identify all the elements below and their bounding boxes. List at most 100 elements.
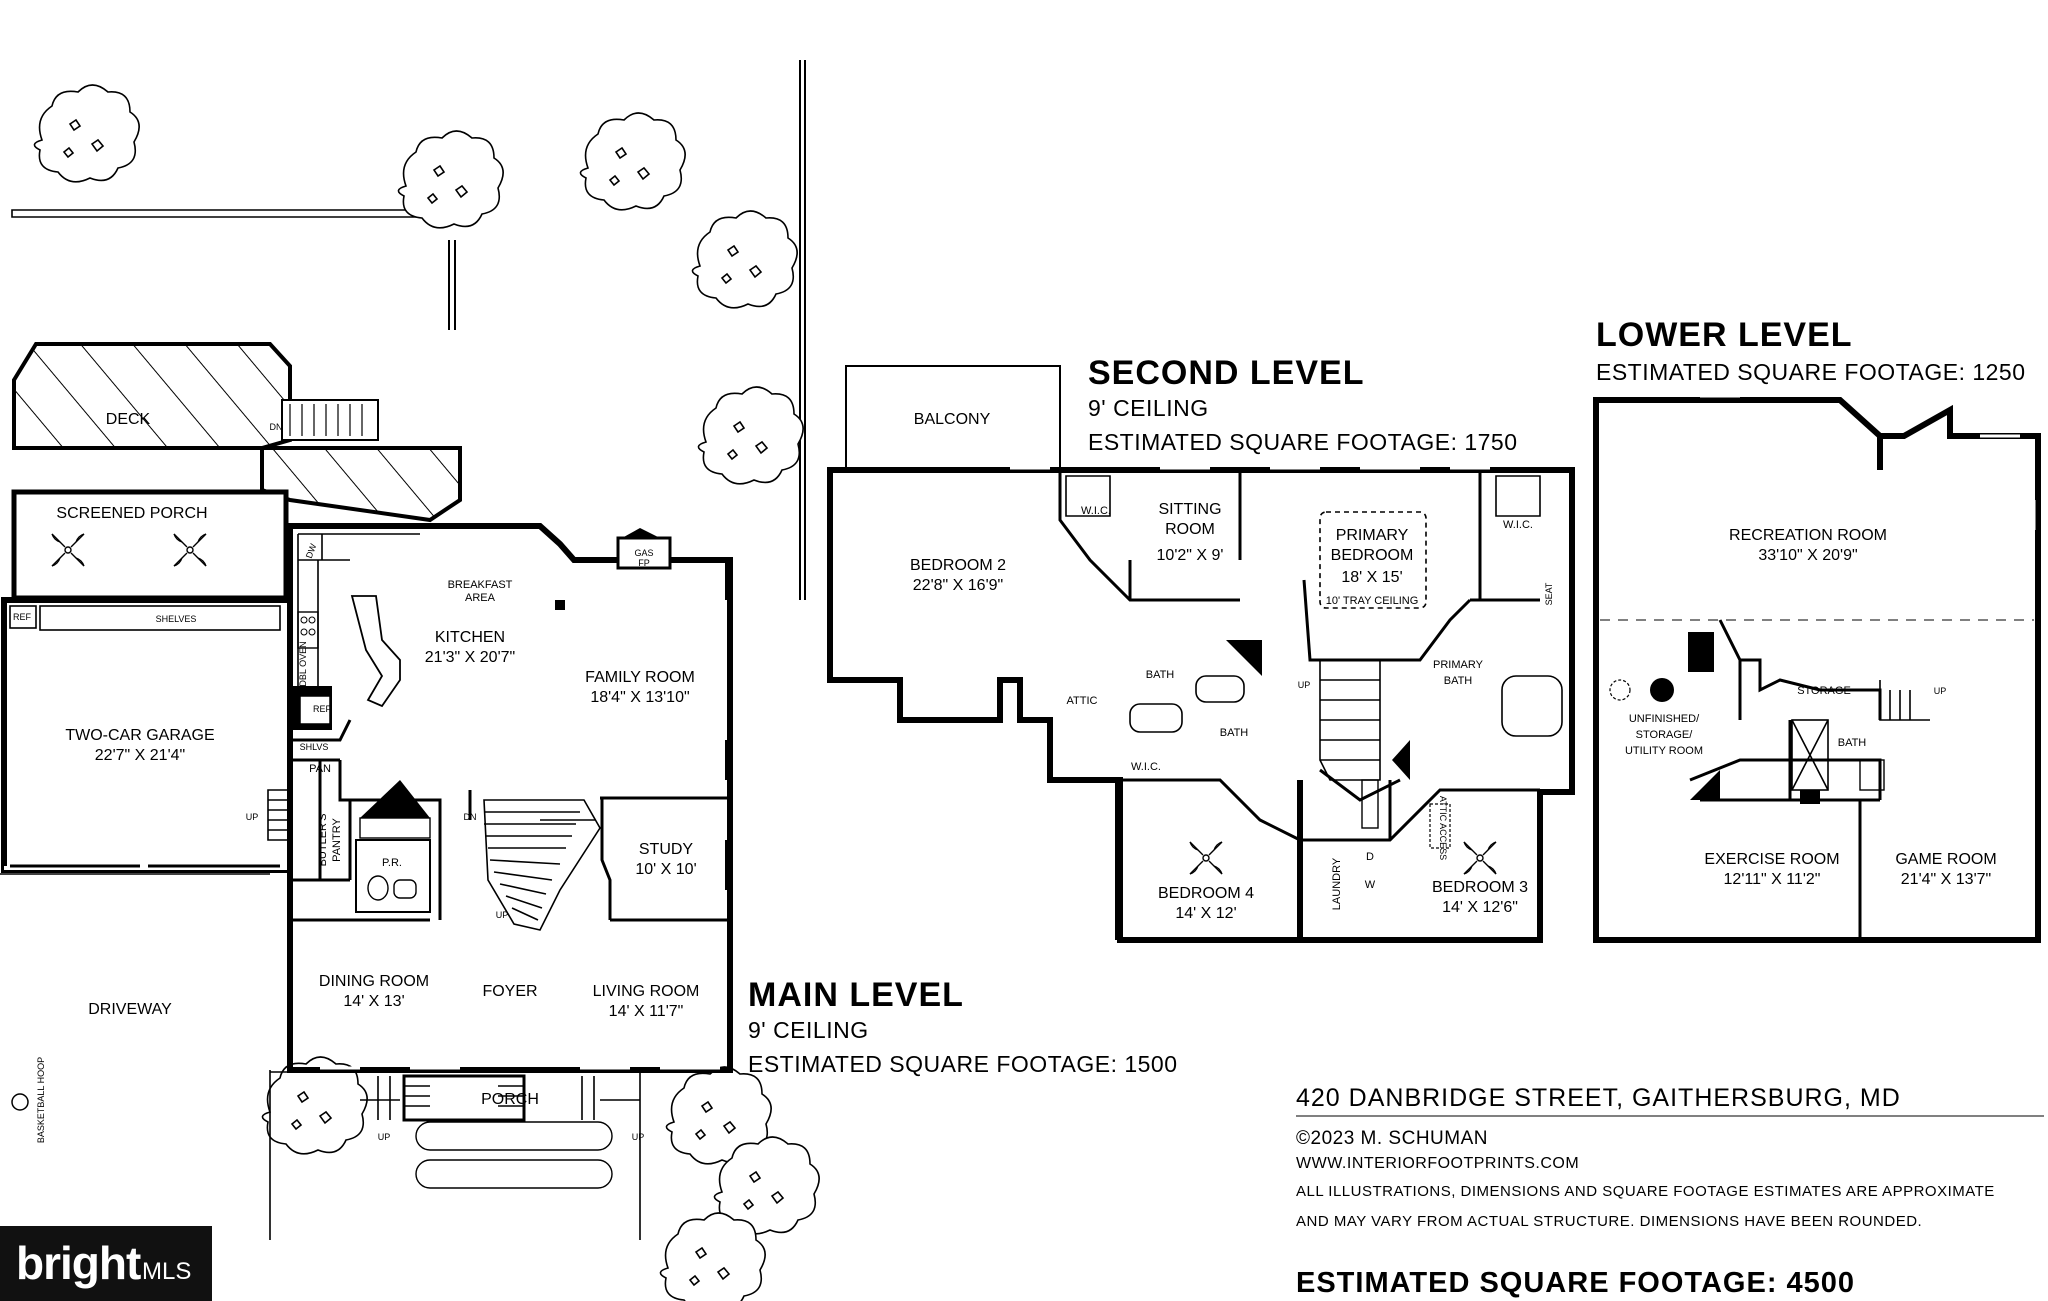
- family-room-dim: 18'4" X 13'10": [590, 689, 689, 706]
- primary-bath-label: PRIMARY: [1433, 659, 1484, 671]
- bedroom-4-label: BEDROOM 4: [1158, 885, 1254, 902]
- attic-access-label: ATTIC ACCESS: [1438, 796, 1448, 860]
- stair-dn-label: DN: [464, 812, 477, 822]
- tray-ceiling-label: 10' TRAY CEILING: [1326, 595, 1419, 607]
- driveway-label: DRIVEWAY: [88, 1001, 172, 1018]
- stair-up-label: UP: [496, 910, 509, 920]
- bright-mls-watermark: bright MLS: [0, 1226, 212, 1301]
- exercise-room-dim: 12'11" X 11'2": [1724, 871, 1821, 888]
- disclaimer-line-1: ALL ILLUSTRATIONS, DIMENSIONS AND SQUARE…: [1296, 1183, 1995, 1200]
- sitting-room-label-2: ROOM: [1165, 521, 1215, 538]
- primary-bath-label-2: BATH: [1444, 675, 1473, 687]
- storage-slash-label: STORAGE/: [1636, 729, 1694, 741]
- foyer-label: FOYER: [482, 983, 537, 1000]
- garage-label: TWO-CAR GARAGE: [65, 727, 214, 744]
- recreation-room-dim: 33'10" X 20'9": [1758, 547, 1857, 564]
- lower-up-label: UP: [1934, 686, 1947, 696]
- second-level-ceiling: 9' CEILING: [1088, 395, 1209, 421]
- info-block: 420 DANBRIDGE STREET, GAITHERSBURG, MD ©…: [1296, 1084, 2044, 1299]
- primary-bedroom-dim: 18' X 15': [1341, 569, 1402, 586]
- bedroom-4-dim: 14' X 12': [1175, 905, 1236, 922]
- website-label: WWW.INTERIORFOOTPRINTS.COM: [1296, 1155, 1579, 1172]
- breakfast-label-2: AREA: [465, 592, 496, 604]
- porch-up-right-label: UP: [632, 1132, 645, 1142]
- laundry-label: LAUNDRY: [1331, 857, 1343, 910]
- balcony-label: BALCONY: [914, 411, 991, 428]
- brand-suffix: MLS: [142, 1258, 192, 1285]
- porch-label: PORCH: [481, 1091, 539, 1108]
- dining-room-label: DINING ROOM: [319, 973, 429, 990]
- main-level-title: MAIN LEVEL: [748, 976, 964, 1014]
- living-room-label: LIVING ROOM: [593, 983, 700, 1000]
- lower-level-title: LOWER LEVEL: [1596, 316, 1853, 354]
- dw-label: DW: [304, 542, 319, 560]
- bedroom-3-dim: 14' X 12'6": [1442, 899, 1518, 916]
- deck-dn-label: DN: [270, 422, 283, 432]
- second-level-plan: [827, 365, 1575, 943]
- garage-ref-label: REF: [13, 612, 32, 622]
- second-level-sqft: ESTIMATED SQUARE FOOTAGE: 1750: [1088, 429, 1518, 455]
- main-level-sqft: ESTIMATED SQUARE FOOTAGE: 1500: [748, 1051, 1178, 1077]
- primary-bedroom-label-2: BEDROOM: [1331, 547, 1414, 564]
- copyright-label: ©2023 M. SCHUMAN: [1296, 1128, 1488, 1149]
- gas-label: GAS: [634, 548, 653, 558]
- lower-bath-label: BATH: [1838, 737, 1867, 749]
- recreation-room-label: RECREATION ROOM: [1729, 527, 1887, 544]
- main-level-plan: [0, 342, 733, 1240]
- dining-room-dim: 14' X 13': [343, 993, 404, 1010]
- sitting-room-label: SITTING: [1158, 501, 1221, 518]
- butlers-label: BUTLER'S: [317, 814, 329, 867]
- attic-label: ATTIC: [1067, 695, 1098, 707]
- screened-porch-label: SCREENED PORCH: [56, 505, 207, 522]
- dbl-oven-label: DBL OVEN: [298, 641, 308, 686]
- bath-left-label: BATH: [1146, 669, 1175, 681]
- main-up-label: UP: [246, 812, 259, 822]
- kitchen-dim: 21'3" X 20'7": [425, 649, 515, 666]
- game-room-label: GAME ROOM: [1895, 851, 1996, 868]
- sitting-room-dim: 10'2" X 9': [1157, 547, 1224, 564]
- exercise-room-label: EXERCISE ROOM: [1704, 851, 1839, 868]
- dryer-label: D: [1366, 851, 1374, 863]
- porch-up-left-label: UP: [378, 1132, 391, 1142]
- wic-right-label: W.I.C.: [1503, 519, 1533, 531]
- pantry-small-label: PAN: [309, 763, 331, 775]
- lower-level-labels: RECREATION ROOM 33'10" X 20'9" UNFINISHE…: [1596, 316, 2026, 888]
- address-label: 420 DANBRIDGE STREET, GAITHERSBURG, MD: [1296, 1084, 1901, 1112]
- wic-left-label: W.I.C.: [1081, 505, 1111, 517]
- butlers-pantry-label: PANTRY: [331, 818, 343, 862]
- basketball-label: BASKETBALL HOOP: [36, 1057, 46, 1143]
- main-level-labels: DECK SCREENED PORCH SHELVES REF TWO-CAR …: [13, 411, 1178, 1143]
- game-room-dim: 21'4" X 13'7": [1901, 871, 1991, 888]
- breakfast-label: BREAKFAST: [448, 579, 513, 591]
- kitchen-label: KITCHEN: [435, 629, 505, 646]
- second-level-title: SECOND LEVEL: [1088, 354, 1364, 392]
- seat-label: SEAT: [1544, 582, 1554, 605]
- site-features: [11, 60, 820, 1301]
- bedroom-3-label: BEDROOM 3: [1432, 879, 1528, 896]
- primary-bedroom-label: PRIMARY: [1336, 527, 1409, 544]
- shelves-small-label: SHLVS: [300, 742, 329, 752]
- second-up-label: UP: [1298, 680, 1311, 690]
- bath-middle-label: BATH: [1220, 727, 1249, 739]
- kitchen-ref-label: REF: [313, 704, 332, 714]
- lower-level-sqft: ESTIMATED SQUARE FOOTAGE: 1250: [1596, 359, 2026, 385]
- bedroom-2-label: BEDROOM 2: [910, 557, 1006, 574]
- deck-label: DECK: [106, 411, 151, 428]
- fp-label: FP: [638, 558, 650, 568]
- garage-dim: 22'7" X 21'4": [95, 747, 185, 764]
- lower-level-plan: [1593, 394, 2041, 943]
- powder-room-label: P.R.: [382, 857, 402, 869]
- total-sqft-label: ESTIMATED SQUARE FOOTAGE: 4500: [1296, 1267, 1855, 1299]
- study-label: STUDY: [639, 841, 694, 858]
- bedroom-2-dim: 22'8" X 16'9": [913, 577, 1003, 594]
- main-level-ceiling: 9' CEILING: [748, 1017, 869, 1043]
- brand-name: bright: [16, 1237, 141, 1289]
- washer-label: W: [1365, 879, 1376, 891]
- family-room-label: FAMILY ROOM: [585, 669, 695, 686]
- wic-bedroom4-label: W.I.C.: [1131, 761, 1161, 773]
- second-level-labels: BALCONY BEDROOM 2 22'8" X 16'9" W.I.C. S…: [910, 354, 1554, 922]
- living-room-dim: 14' X 11'7": [609, 1003, 684, 1020]
- study-dim: 10' X 10': [635, 861, 696, 878]
- shelves-label: SHELVES: [156, 614, 197, 624]
